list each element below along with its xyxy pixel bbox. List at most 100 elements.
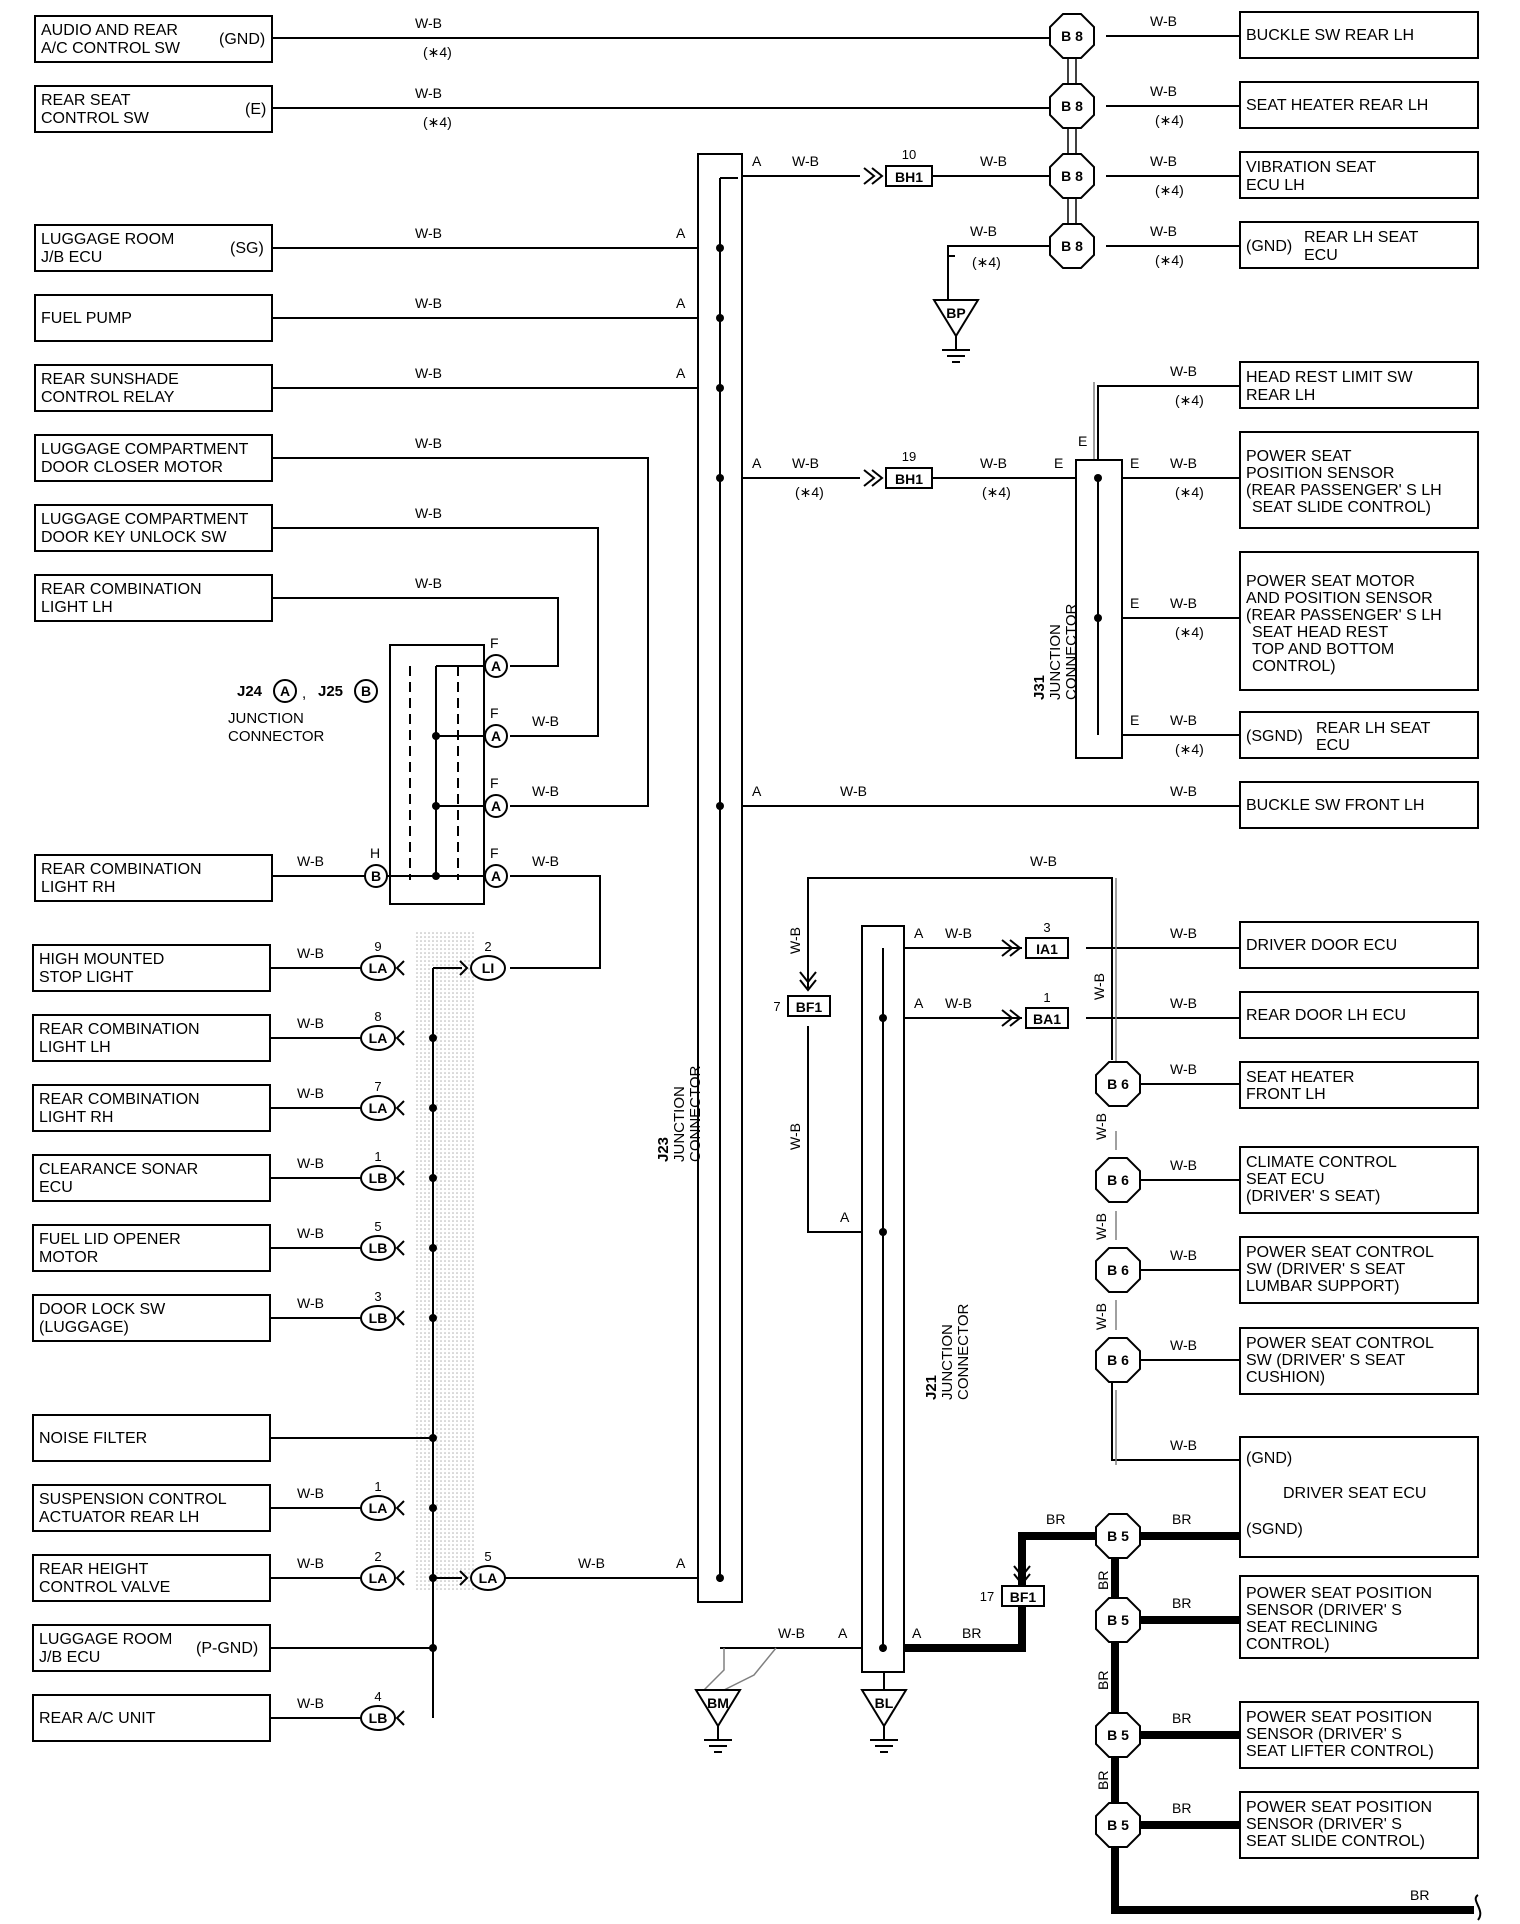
ps-sensor-recline-label: SEAT RECLINING — [1246, 1619, 1378, 1636]
sonar-ecu-label: ECU — [39, 1179, 73, 1196]
svg-text:BL: BL — [875, 1695, 894, 1711]
j21-desc: JUNCTION — [939, 1324, 956, 1400]
svg-text:5: 5 — [374, 1219, 381, 1234]
svg-text:W-B: W-B — [1091, 973, 1107, 1000]
b5-label: B 5 — [1107, 1817, 1129, 1833]
svg-text:W-B: W-B — [297, 1295, 324, 1311]
svg-text:W-B: W-B — [415, 575, 442, 591]
j21-desc: CONNECTOR — [955, 1303, 972, 1400]
svg-text:BR: BR — [1172, 1800, 1191, 1816]
bh1-connector-top: BH1 10 — [863, 147, 933, 187]
wire-labels: W-B (∗4) W-B (∗4) W-B W-B (∗4) W-B (∗4) W-B (… — [297, 13, 1429, 1903]
svg-text:A: A — [280, 683, 290, 699]
b8-label: B 8 — [1061, 168, 1083, 184]
svg-text:W-B: W-B — [1170, 995, 1197, 1011]
ground-bp: BP — [932, 299, 980, 363]
door-closer-label: LUGGAGE COMPARTMENT — [41, 441, 249, 458]
ps-motor-rear-label: POWER SEAT MOTOR — [1246, 573, 1415, 590]
svg-text:(∗4): (∗4) — [1155, 252, 1184, 268]
fuel-lid-label: MOTOR — [39, 1249, 98, 1266]
svg-text:(∗4): (∗4) — [1155, 112, 1184, 128]
door-lock-sw-label: DOOR LOCK SW — [39, 1301, 166, 1318]
j23-desc: JUNCTION — [671, 1086, 688, 1162]
driver-door-ecu-label: DRIVER DOOR ECU — [1246, 937, 1397, 954]
svg-text:F: F — [490, 635, 499, 651]
terminal-letters: A A A A A A A A A A A A E E E E E F F F … — [370, 153, 1139, 1641]
rear-comb-rh-label: REAR COMBINATION — [41, 861, 202, 878]
rear-comb-lh-label: LIGHT LH — [41, 599, 113, 616]
bf1-label: BF1 — [1010, 1589, 1037, 1605]
j31-desc: CONNECTOR — [1063, 603, 1080, 700]
svg-text:2: 2 — [484, 939, 491, 954]
climate-seat-ecu-label: CLIMATE CONTROL — [1246, 1154, 1397, 1171]
head-rest-sw-label: HEAD REST LIMIT SW — [1246, 369, 1413, 386]
la-connector: LA 8 — [360, 1009, 405, 1051]
svg-text:A: A — [491, 868, 501, 884]
rear-ac-unit-label: REAR A/C UNIT — [39, 1710, 156, 1727]
rear-lh-seat-ecu-label: REAR LH SEAT — [1316, 720, 1431, 737]
seat-heater-front-label: FRONT LH — [1246, 1086, 1326, 1103]
ps-sensor-rear-label: SEAT SLIDE CONTROL) — [1252, 499, 1431, 516]
svg-text:W-B: W-B — [1170, 1247, 1197, 1263]
j21-name: J21 — [923, 1375, 940, 1400]
ia1-label: IA1 — [1036, 941, 1058, 957]
svg-text:W-B: W-B — [415, 435, 442, 451]
ps-motor-rear-label: CONTROL) — [1252, 658, 1336, 675]
b5-label: B 5 — [1107, 1528, 1129, 1544]
svg-text:A: A — [676, 1555, 686, 1571]
svg-text:BR: BR — [1095, 1671, 1111, 1690]
rear-comb-rh2-label: REAR COMBINATION — [39, 1091, 200, 1108]
svg-text:W-B: W-B — [297, 853, 324, 869]
fuel-lid-label: FUEL LID OPENER — [39, 1231, 181, 1248]
b5-label: B 5 — [1107, 1727, 1129, 1743]
ps-motor-rear-label: AND POSITION SENSOR — [1246, 590, 1433, 607]
svg-text:W-B: W-B — [945, 995, 972, 1011]
svg-text:W-B: W-B — [970, 223, 997, 239]
svg-text:A: A — [491, 728, 501, 744]
svg-text:W-B: W-B — [1150, 153, 1177, 169]
svg-text:(∗4): (∗4) — [982, 484, 1011, 500]
vibration-ecu-label: VIBRATION SEAT — [1246, 159, 1376, 176]
b5-connector: B 5 — [1095, 1802, 1141, 1848]
svg-text:B: B — [371, 868, 381, 884]
svg-text:BR: BR — [962, 1625, 981, 1641]
rear-door-ecu-label: REAR DOOR LH ECU — [1246, 1007, 1406, 1024]
terminal-label: (E) — [245, 101, 266, 118]
svg-text:H: H — [370, 845, 380, 861]
svg-text:W-B: W-B — [1170, 783, 1197, 799]
head-rest-sw-label: REAR LH — [1246, 387, 1315, 404]
svg-text:(∗4): (∗4) — [1175, 624, 1204, 640]
climate-seat-ecu-label: SEAT ECU — [1246, 1171, 1325, 1188]
svg-text:E: E — [1054, 455, 1063, 471]
continuation-mark — [1474, 1894, 1482, 1921]
j31-name: J31 — [1031, 675, 1048, 700]
svg-text:W-B: W-B — [532, 713, 559, 729]
svg-text:W-B: W-B — [1030, 853, 1057, 869]
rear-seat-sw-label: REAR SEAT — [41, 92, 131, 109]
junction-titles: J23 JUNCTION CONNECTOR J21 JUNCTION CONN… — [228, 603, 1080, 1400]
b6-connectors: B 6 B 6 B 6 B 6 — [1095, 1061, 1141, 1383]
j-comma: , — [302, 685, 306, 702]
svg-text:LB: LB — [369, 1310, 388, 1326]
suspension-label: ACTUATOR REAR LH — [39, 1509, 199, 1526]
svg-text:LB: LB — [369, 1240, 388, 1256]
svg-text:(∗4): (∗4) — [423, 114, 452, 130]
svg-text:9: 9 — [374, 939, 381, 954]
fuel-pump-label: FUEL PUMP — [41, 310, 132, 327]
ps-sensor-rear-label: POWER SEAT — [1246, 448, 1352, 465]
svg-text:W-B: W-B — [297, 945, 324, 961]
door-closer-label: DOOR CLOSER MOTOR — [41, 459, 223, 476]
svg-text:(∗4): (∗4) — [972, 254, 1001, 270]
ground-bl: BL — [860, 1689, 908, 1753]
bf1-label: BF1 — [796, 999, 823, 1015]
ba1-pin: 1 — [1043, 990, 1050, 1005]
lb-connector: LB 5 — [360, 1219, 405, 1261]
svg-text:1: 1 — [374, 1149, 381, 1164]
rear-comb-lh2-label: LIGHT LH — [39, 1039, 111, 1056]
svg-text:2: 2 — [374, 1549, 381, 1564]
svg-text:A: A — [676, 295, 686, 311]
svg-text:LA: LA — [369, 1100, 388, 1116]
svg-text:W-B: W-B — [1150, 223, 1177, 239]
j25-name: J25 — [318, 683, 343, 700]
rear-lh-seat-ecu-label: ECU — [1316, 737, 1350, 754]
